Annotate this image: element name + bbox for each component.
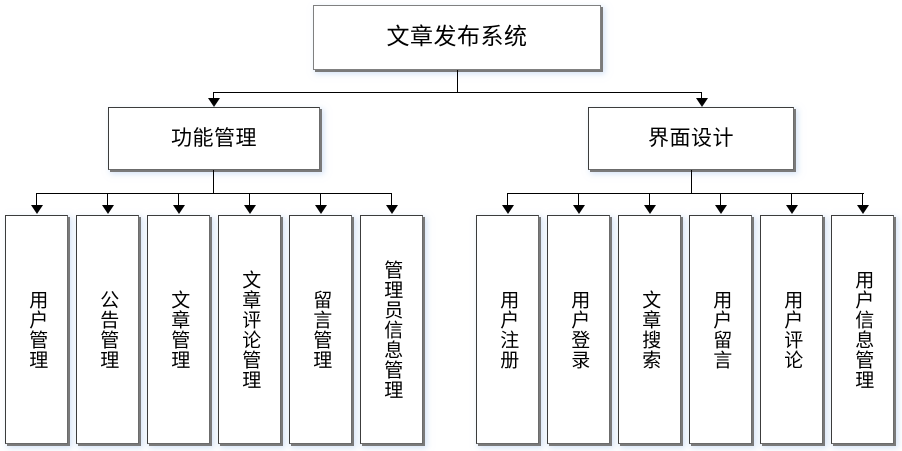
node-user-comment[interactable]: 用户评论 (760, 215, 823, 444)
node-message-management[interactable]: 留言管理 (289, 215, 352, 444)
arrow-into-notice-management (102, 205, 114, 214)
connector-right-bus (507, 193, 864, 194)
node-label: 留言管理 (310, 289, 333, 370)
arrow-into-admin-info-management (386, 205, 398, 214)
connector-right-stem (691, 170, 692, 194)
node-user-management[interactable]: 用户管理 (5, 215, 68, 444)
connector-left-stem (213, 170, 214, 194)
node-label: 用户登录 (568, 289, 591, 370)
connector-left-drop-1 (36, 193, 37, 206)
arrow-into-function-management (208, 98, 220, 107)
node-admin-info-management[interactable]: 管理员信息管理 (360, 215, 423, 444)
connector-left-drop-4 (249, 193, 250, 206)
node-label: 公告管理 (97, 289, 120, 370)
arrow-into-user-message (715, 205, 727, 214)
node-label: 界面设计 (648, 126, 734, 151)
node-interface-design[interactable]: 界面设计 (588, 107, 794, 170)
node-article-management[interactable]: 文章管理 (147, 215, 210, 444)
connector-right-drop-4 (720, 193, 721, 206)
connector-root-stem (457, 70, 458, 93)
node-user-register[interactable]: 用户注册 (476, 215, 539, 444)
connector-root-bus (213, 92, 702, 93)
node-root-system[interactable]: 文章发布系统 (313, 5, 601, 70)
node-label: 文章评论管理 (239, 269, 262, 390)
arrow-into-user-info-management (857, 205, 869, 214)
connector-left-drop-5 (320, 193, 321, 206)
connector-right-drop-2 (578, 193, 579, 206)
node-label: 用户信息管理 (852, 269, 875, 390)
node-user-info-management[interactable]: 用户信息管理 (831, 215, 894, 444)
node-label: 用户留言 (710, 289, 733, 370)
connector-left-bus (36, 193, 391, 194)
node-function-management[interactable]: 功能管理 (108, 107, 320, 170)
arrow-into-comment-management (244, 205, 256, 214)
node-label: 用户评论 (781, 289, 804, 370)
connector-left-drop-3 (178, 193, 179, 206)
connector-root-to-right-drop (701, 92, 702, 99)
connector-left-drop-6 (391, 193, 392, 206)
node-label: 用户管理 (26, 289, 49, 370)
node-label: 文章发布系统 (386, 23, 528, 50)
node-label: 文章搜索 (639, 289, 662, 370)
connector-right-drop-5 (791, 193, 792, 206)
node-user-login[interactable]: 用户登录 (547, 215, 610, 444)
arrow-into-user-register (502, 205, 514, 214)
node-user-message[interactable]: 用户留言 (689, 215, 752, 444)
connector-left-drop-2 (107, 193, 108, 206)
connector-right-drop-1 (507, 193, 508, 206)
arrow-into-user-comment (786, 205, 798, 214)
connector-right-drop-3 (649, 193, 650, 206)
node-label: 文章管理 (168, 289, 191, 370)
arrow-into-article-management (173, 205, 185, 214)
arrow-into-article-search (644, 205, 656, 214)
node-label: 功能管理 (171, 126, 257, 151)
node-notice-management[interactable]: 公告管理 (76, 215, 139, 444)
node-label: 用户注册 (497, 289, 520, 370)
arrow-into-user-management (31, 205, 43, 214)
arrow-into-message-management (315, 205, 327, 214)
node-article-comment-management[interactable]: 文章评论管理 (218, 215, 281, 444)
node-label: 管理员信息管理 (381, 259, 404, 400)
arrow-into-user-login (573, 205, 585, 214)
arrow-into-interface-design (696, 98, 708, 107)
connector-right-drop-6 (862, 193, 863, 206)
node-article-search[interactable]: 文章搜索 (618, 215, 681, 444)
connector-root-to-left-drop (213, 92, 214, 99)
